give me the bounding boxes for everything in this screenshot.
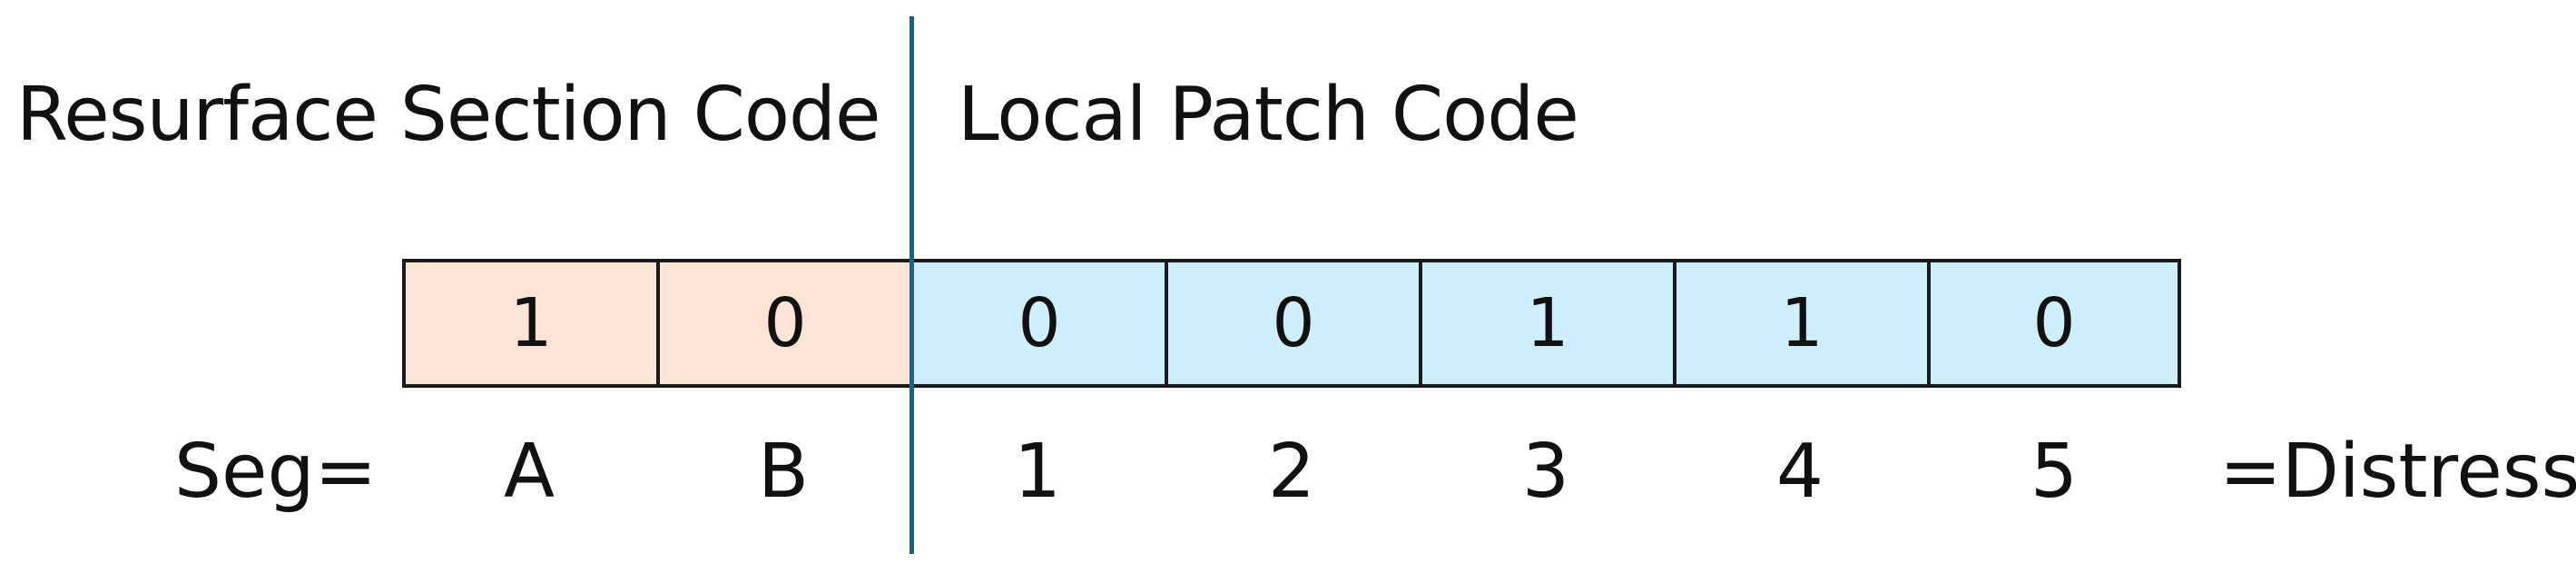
code-cell-4: 1 [1673, 259, 1927, 388]
segment-label-2: 2 [1267, 429, 1316, 515]
seg-prefix-label: Seg= [174, 429, 378, 515]
code-cell-3: 1 [1419, 259, 1673, 388]
segment-label-1: 1 [1013, 429, 1062, 515]
resurface-section-code-heading: Resurface Section Code [16, 72, 881, 158]
segment-label-5: 5 [2030, 429, 2079, 515]
segment-label-a: A [503, 429, 556, 515]
code-cell-1: 0 [910, 259, 1165, 388]
code-cell-2: 0 [1165, 259, 1419, 388]
segment-label-4: 4 [1775, 429, 1824, 515]
local-patch-code-heading: Local Patch Code [958, 72, 1579, 158]
code-cell-row: 1 0 0 0 1 1 0 [402, 259, 2181, 388]
distress-suffix-label: =Distress [2219, 429, 2576, 515]
section-divider-line [909, 16, 914, 554]
code-cell-b: 0 [656, 259, 910, 388]
code-cell-5: 0 [1927, 259, 2181, 388]
code-cell-a: 1 [402, 259, 656, 388]
segment-label-3: 3 [1521, 429, 1570, 515]
segment-label-b: B [757, 429, 810, 515]
